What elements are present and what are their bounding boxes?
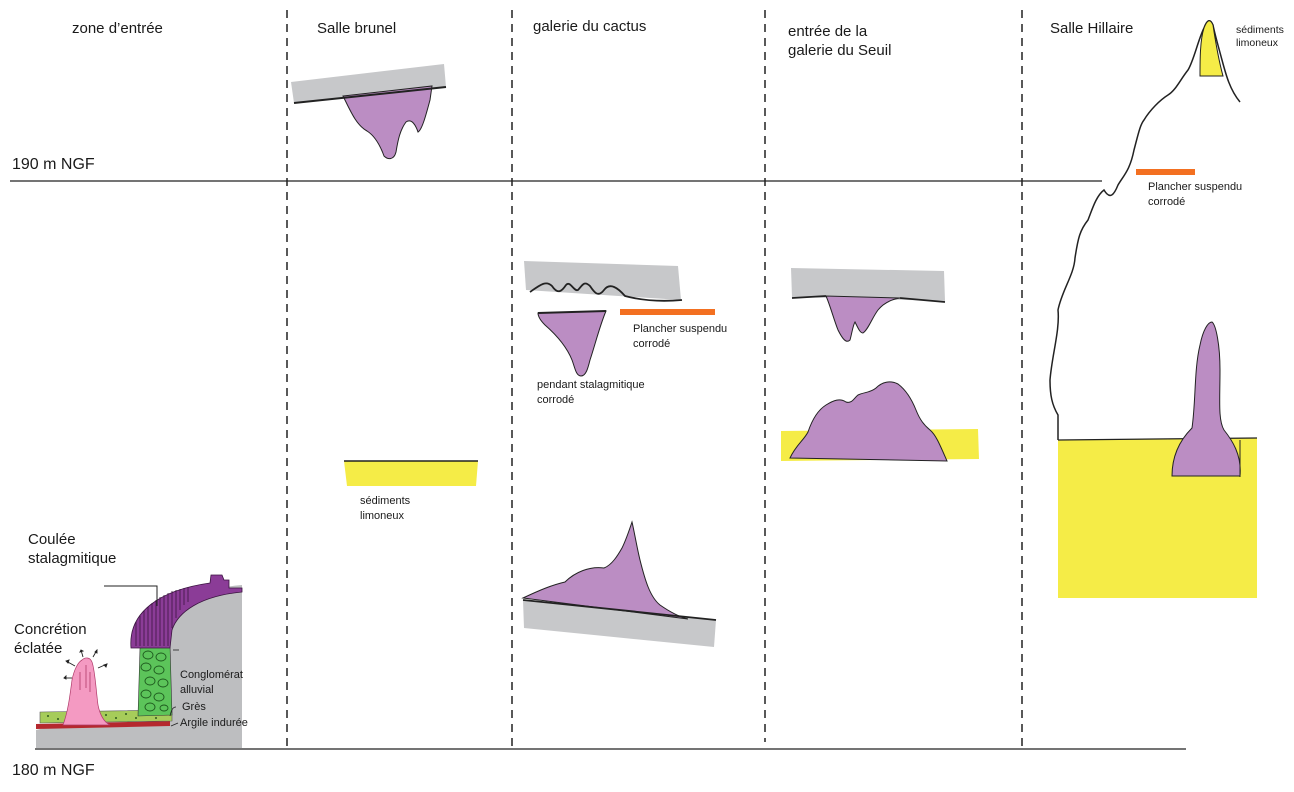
pendant-brunel [342,85,433,160]
column-title-salle-hillaire: Salle Hillaire [1050,20,1134,37]
exploded-concretion [62,657,111,726]
label-plancher-hillaire: Plancher suspendu corrodé [1148,181,1243,208]
level-label-190: 190 m NGF [12,156,95,173]
label-coulee: Coulée stalagmitique [28,531,117,567]
coulee-pointer [104,585,158,606]
label-argile: Argile indurée [180,717,248,729]
hanging-floor-cactus [620,309,715,315]
flowstone-coulee [130,574,243,649]
ceiling-line-seuil [791,295,946,303]
ceiling-rock-cactus [524,261,681,300]
label-concretion: Concrétion éclatée [14,621,87,657]
stalagmite-cactus [521,520,689,620]
sediment-brunel [344,461,478,486]
column-title-zone-entree: zone d’entrée [72,20,163,37]
floor-line-cactus [522,599,717,621]
label-conglomerat: Conglomérat alluvial [180,669,243,696]
pendant-seuil [825,295,901,342]
ceiling-rock-seuil [791,268,945,301]
ceiling-line-cactus [529,282,683,302]
ceiling-line-brunel [293,86,447,104]
ceiling-rock-brunel [291,64,446,103]
hanging-floor-hillaire [1136,169,1195,175]
floor-rock-cactus [523,600,716,647]
sediment-fill-hillaire-top [1199,20,1224,77]
concretion-cracks [79,665,91,692]
stalagmite-seuil [789,381,948,462]
column-title-galerie-seuil: entrée de la galerie du Seuil [788,23,892,59]
label-plancher-cactus: Plancher suspendu corrodé [633,323,728,350]
label-gres: Grès [182,701,206,713]
stalagmite-hillaire [1171,321,1241,477]
argile-leader [170,722,179,727]
column-title-galerie-cactus: galerie du cactus [533,18,647,35]
pendant-cactus-top [537,310,607,314]
label-sediments-hillaire: sédiments limoneux [1236,24,1284,49]
flowstone-hatching [135,587,189,646]
conglomerate-pebbles [140,650,169,712]
level-label-180: 180 m NGF [12,762,95,779]
pendant-cactus [537,310,607,377]
explosion-arrows [63,648,108,680]
bedrock-entrance [36,585,242,748]
sediment-hillaire [1058,438,1257,598]
label-sediments-brunel: sédiments limoneux [360,495,411,522]
label-pendant-cactus: pendant stalagmitique corrodé [537,379,645,406]
gres-leader [169,706,177,717]
column-title-salle-brunel: Salle brunel [317,20,397,37]
